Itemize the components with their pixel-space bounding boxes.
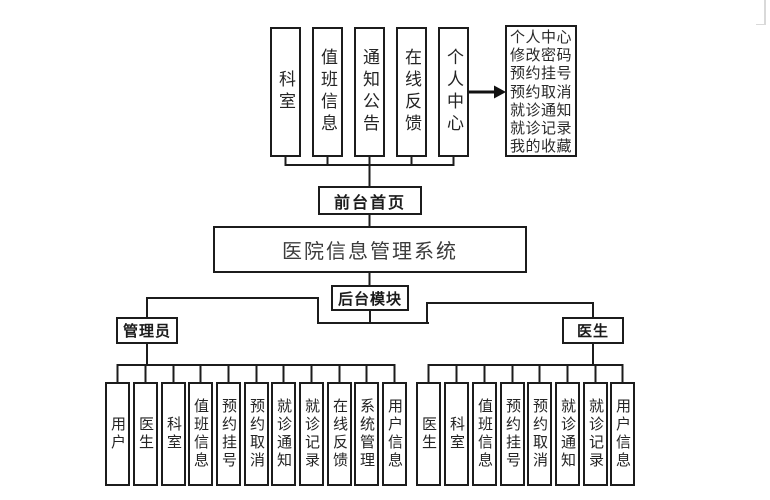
- front-module-box-duty-info: 值班信息: [312, 27, 343, 157]
- admin-role-box: 管理员: [116, 317, 178, 344]
- box-label: 科室: [448, 416, 464, 452]
- doctor-child-box-department: 科室: [444, 382, 469, 486]
- box-label: 个人中心: [444, 48, 463, 136]
- doctor-child-box-visit-notice: 就诊通知: [555, 382, 580, 486]
- admin-child-box-duty-info: 值班信息: [188, 382, 213, 486]
- doctor-child-box-duty-info: 值班信息: [472, 382, 497, 486]
- admin-child-box-user: 用户: [105, 382, 130, 486]
- panel-line-visit-notice: 就诊通知: [509, 102, 572, 119]
- doctor-child-box-doctor: 医生: [416, 382, 441, 486]
- box-label: 后台模块: [337, 291, 402, 308]
- box-label: 用户信息: [614, 398, 630, 470]
- front-module-box-online-feedback: 在线反馈: [396, 27, 427, 157]
- admin-child-box-doctor: 医生: [133, 382, 158, 486]
- admin-child-box-appointment-registration: 预约挂号: [216, 382, 241, 486]
- admin-child-box-department: 科室: [161, 382, 186, 486]
- admin-child-box-system-management: 系统管理: [354, 382, 379, 486]
- arrow-to-panel: [469, 85, 506, 99]
- box-label: 科室: [276, 70, 295, 114]
- box-label: 前台首页: [333, 194, 406, 212]
- admin-child-box-appointment-cancel: 预约取消: [244, 382, 269, 486]
- box-label: 预约挂号: [504, 398, 520, 470]
- box-label: 医生: [576, 324, 609, 340]
- admin-child-box-user-info: 用户信息: [382, 382, 407, 486]
- box-label: 就诊记录: [303, 398, 319, 470]
- box-label: 系统管理: [358, 398, 374, 470]
- box-label: 用户: [109, 416, 125, 452]
- box-label: 预约取消: [248, 398, 264, 470]
- box-label: 在线反馈: [402, 48, 421, 136]
- panel-line-change-password: 修改密码: [509, 48, 572, 65]
- box-label: 用户信息: [386, 398, 402, 470]
- box-label: 管理员: [122, 324, 171, 340]
- box-label: 预约挂号: [220, 398, 236, 470]
- doctor-role-box: 医生: [562, 317, 624, 344]
- doctor-child-box-appointment-registration: 预约挂号: [500, 382, 525, 486]
- scrollbar-artifact: [756, 24, 766, 25]
- front-module-box-personal-center: 个人中心: [438, 27, 469, 157]
- backend-module-box: 后台模块: [331, 285, 409, 311]
- doctor-child-box-user-info: 用户信息: [610, 382, 635, 486]
- panel-line-personal-center: 个人中心: [509, 30, 572, 46]
- scrollbar-artifact: [764, 0, 766, 25]
- box-label: 在线反馈: [331, 398, 347, 470]
- admin-child-box-visit-record: 就诊记录: [299, 382, 324, 486]
- panel-line-appointment-registration: 预约挂号: [509, 66, 572, 83]
- box-label: 就诊通知: [559, 398, 575, 470]
- front-module-box-department: 科室: [270, 27, 301, 157]
- panel-line-my-favorites: 我的收藏: [509, 139, 572, 156]
- doctor-child-box-visit-record: 就诊记录: [583, 382, 608, 486]
- box-label: 科室: [165, 416, 181, 452]
- box-label: 预约取消: [531, 398, 547, 470]
- system-title-box: 医院信息管理系统: [213, 226, 527, 273]
- front-home-box: 前台首页: [318, 186, 422, 215]
- panel-line-visit-record: 就诊记录: [509, 121, 572, 138]
- admin-child-box-visit-notice: 就诊通知: [271, 382, 296, 486]
- front-module-box-notice-announcement: 通知公告: [354, 27, 385, 157]
- admin-child-box-online-feedback: 在线反馈: [327, 382, 352, 486]
- box-label: 医生: [137, 416, 153, 452]
- doctor-child-box-appointment-cancel: 预约取消: [527, 382, 552, 486]
- page-title: 医院信息管理系统: [282, 241, 458, 263]
- box-label: 通知公告: [360, 48, 379, 136]
- box-label: 就诊记录: [587, 398, 603, 470]
- box-label: 医生: [420, 416, 436, 452]
- panel-line-appointment-cancel: 预约取消: [509, 84, 572, 101]
- box-label: 就诊通知: [275, 398, 291, 470]
- box-label: 值班信息: [192, 398, 208, 470]
- arrowhead-icon: [494, 85, 506, 99]
- personal-center-menu-panel: 个人中心 修改密码 预约挂号 预约取消 就诊通知 就诊记录 我的收藏: [505, 25, 577, 157]
- box-label: 值班信息: [318, 48, 337, 136]
- box-label: 值班信息: [476, 398, 492, 470]
